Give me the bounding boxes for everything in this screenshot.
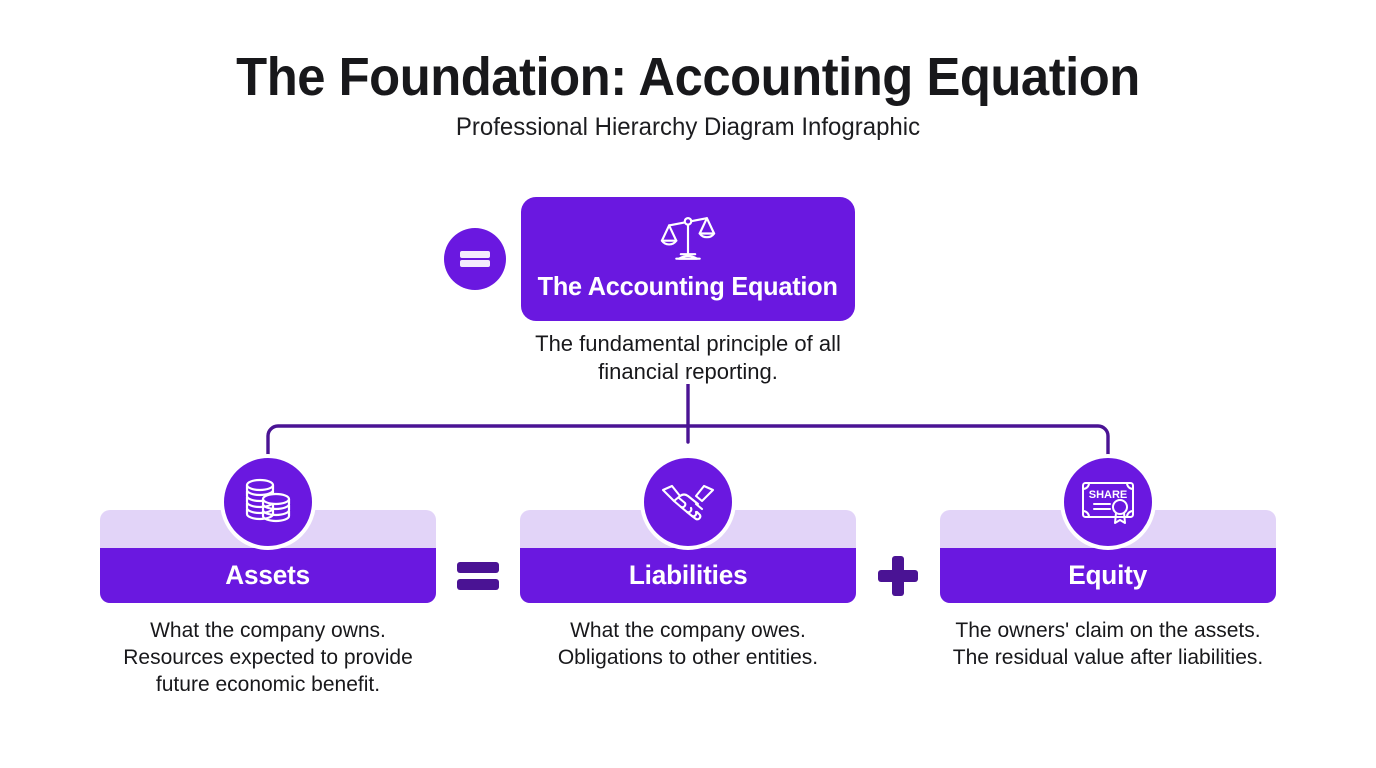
hierarchy-connector — [266, 384, 1110, 476]
equals-badge-icon — [444, 228, 506, 290]
node-description: What the company owns. Resources expecte… — [123, 619, 413, 696]
equals-operator-icon — [457, 562, 499, 590]
root-description: The fundamental principle of all financi… — [535, 331, 841, 384]
node-card[interactable]: Equity — [940, 510, 1276, 603]
handshake-icon — [661, 484, 715, 521]
root-card[interactable]: The Accounting Equation — [521, 197, 855, 321]
operator-equals — [448, 548, 508, 604]
node-icon-circle — [640, 454, 736, 550]
node-label-band: Liabilities — [520, 548, 856, 603]
node-equity[interactable]: Equity SHARE The owners' claim on t — [940, 454, 1276, 672]
operator-plus — [868, 548, 928, 604]
node-description: What the company owes. Obligations to ot… — [557, 619, 819, 669]
node-label-band: Equity — [940, 548, 1276, 603]
node-label-band: Assets — [100, 548, 436, 603]
node-assets[interactable]: Assets What the company owns. Re — [100, 454, 436, 699]
node-label: Liabilities — [628, 560, 748, 590]
share-certificate-text: SHARE — [1089, 489, 1128, 501]
node-liabilities[interactable]: Liabilities What the company owes. Oblig… — [520, 454, 856, 672]
node-label: Assets — [225, 560, 311, 590]
root-node[interactable]: The Accounting Equation — [444, 197, 855, 321]
share-certificate-icon: SHARE — [1082, 482, 1134, 524]
header: The Foundation: Accounting Equation Prof… — [0, 48, 1376, 142]
plus-operator-icon — [878, 556, 918, 596]
node-label: Equity — [1068, 560, 1148, 590]
equals-badge-bar-bottom — [460, 260, 490, 267]
equals-badge-bar-top — [460, 251, 490, 258]
page-title: The Foundation: Accounting Equation — [236, 47, 1140, 107]
node-icon-circle: SHARE — [1060, 454, 1156, 550]
stacked-coins-icon — [245, 478, 291, 523]
page-subtitle: Professional Hierarchy Diagram Infograph… — [455, 113, 921, 142]
root-label: The Accounting Equation — [537, 271, 839, 301]
node-card[interactable]: Assets — [100, 510, 436, 603]
node-icon-circle — [220, 454, 316, 550]
node-description: The owners' claim on the assets. The res… — [952, 619, 1264, 669]
node-card[interactable]: Liabilities — [520, 510, 856, 603]
balance-scale-icon — [660, 217, 716, 260]
